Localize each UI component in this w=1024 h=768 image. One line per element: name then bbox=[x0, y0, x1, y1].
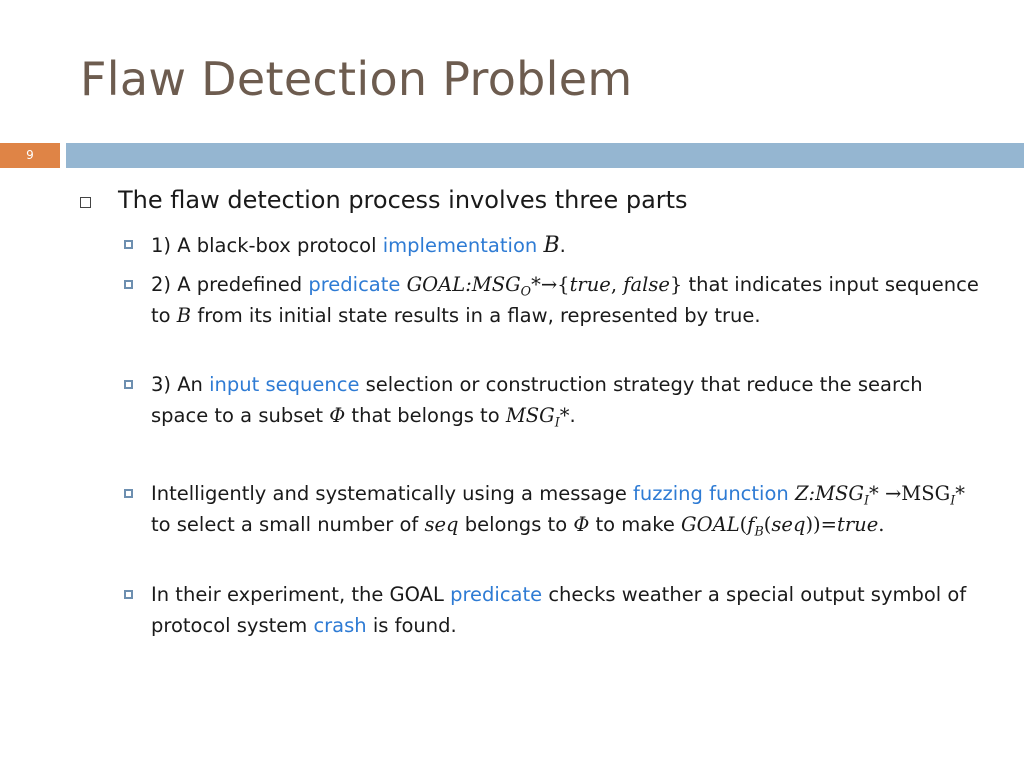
text: In their experiment, the GOAL bbox=[151, 583, 451, 606]
math: seq bbox=[424, 513, 459, 536]
math: ))= bbox=[805, 513, 837, 536]
text: that indicates input sequence to bbox=[151, 273, 979, 327]
math: * bbox=[955, 482, 965, 505]
math: seq bbox=[771, 513, 806, 536]
text: that belongs to bbox=[345, 404, 506, 427]
square-bullet-icon bbox=[124, 280, 133, 289]
text: to select a small number of bbox=[151, 513, 425, 536]
keyword: predicate bbox=[308, 273, 401, 296]
math: MSG bbox=[505, 404, 555, 427]
sub-point-2: 2) A predefined predicate GOAL:MSGO*→{tr… bbox=[151, 269, 981, 331]
math: true bbox=[837, 513, 879, 536]
math: f bbox=[747, 513, 755, 536]
math: ( bbox=[739, 513, 748, 536]
math: B bbox=[176, 304, 192, 327]
text: 1) A black-box protocol bbox=[151, 234, 383, 257]
math: } bbox=[669, 273, 683, 296]
text: 3) An bbox=[151, 373, 210, 396]
text: selection or construction strategy that … bbox=[151, 373, 923, 427]
math-subscript: O bbox=[520, 283, 532, 299]
text: . bbox=[569, 404, 576, 427]
math: * bbox=[559, 404, 570, 427]
hollow-square-bullet-icon bbox=[80, 197, 91, 208]
math: * →MSG bbox=[869, 482, 951, 505]
math: *→{ bbox=[531, 273, 570, 296]
square-bullet-icon bbox=[124, 240, 133, 249]
slide-number-bar bbox=[0, 143, 60, 168]
math: Z:MSG bbox=[794, 482, 864, 505]
sub-point-1: 1) A black-box protocol implementation B… bbox=[151, 230, 981, 261]
text: to make bbox=[589, 513, 682, 536]
sub-point-4: Intelligently and systematically using a… bbox=[151, 478, 981, 540]
main-point: The flaw detection process involves thre… bbox=[118, 186, 688, 214]
text: belongs to bbox=[458, 513, 574, 536]
math: B bbox=[543, 233, 560, 258]
text: Intelligently and systematically using a… bbox=[151, 482, 634, 505]
math: false bbox=[623, 273, 670, 296]
math-subscript: I bbox=[554, 414, 560, 430]
keyword: crash bbox=[313, 614, 367, 637]
sub-point-3: 3) An input sequence selection or constr… bbox=[151, 369, 981, 431]
math-subscript: B bbox=[754, 523, 764, 539]
math: GOAL:MSG bbox=[406, 273, 521, 296]
math-subscript: I bbox=[950, 492, 956, 508]
keyword: predicate bbox=[450, 583, 543, 606]
text: 2) A predefined bbox=[151, 273, 309, 296]
keyword: fuzzing function bbox=[633, 482, 789, 505]
square-bullet-icon bbox=[124, 590, 133, 599]
math: Φ bbox=[329, 404, 346, 427]
keyword: input sequence bbox=[209, 373, 360, 396]
math: Φ bbox=[573, 513, 590, 536]
sub-point-5: In their experiment, the GOAL predicate … bbox=[151, 579, 981, 641]
math: , bbox=[610, 273, 624, 296]
math: GOAL bbox=[681, 513, 740, 536]
slide-title: Flaw Detection Problem bbox=[80, 52, 633, 106]
math: true bbox=[569, 273, 611, 296]
text: checks weather a special output symbol o… bbox=[151, 583, 967, 637]
math: . bbox=[878, 513, 885, 536]
text: is found. bbox=[366, 614, 457, 637]
math: ( bbox=[763, 513, 772, 536]
text: . bbox=[559, 234, 566, 257]
keyword: implementation bbox=[382, 234, 538, 257]
square-bullet-icon bbox=[124, 489, 133, 498]
math-subscript: I bbox=[864, 492, 869, 508]
square-bullet-icon bbox=[124, 380, 133, 389]
text: from its initial state results in a flaw… bbox=[191, 304, 761, 327]
title-divider-bar bbox=[66, 143, 1024, 168]
slide-number: 9 bbox=[26, 148, 34, 162]
